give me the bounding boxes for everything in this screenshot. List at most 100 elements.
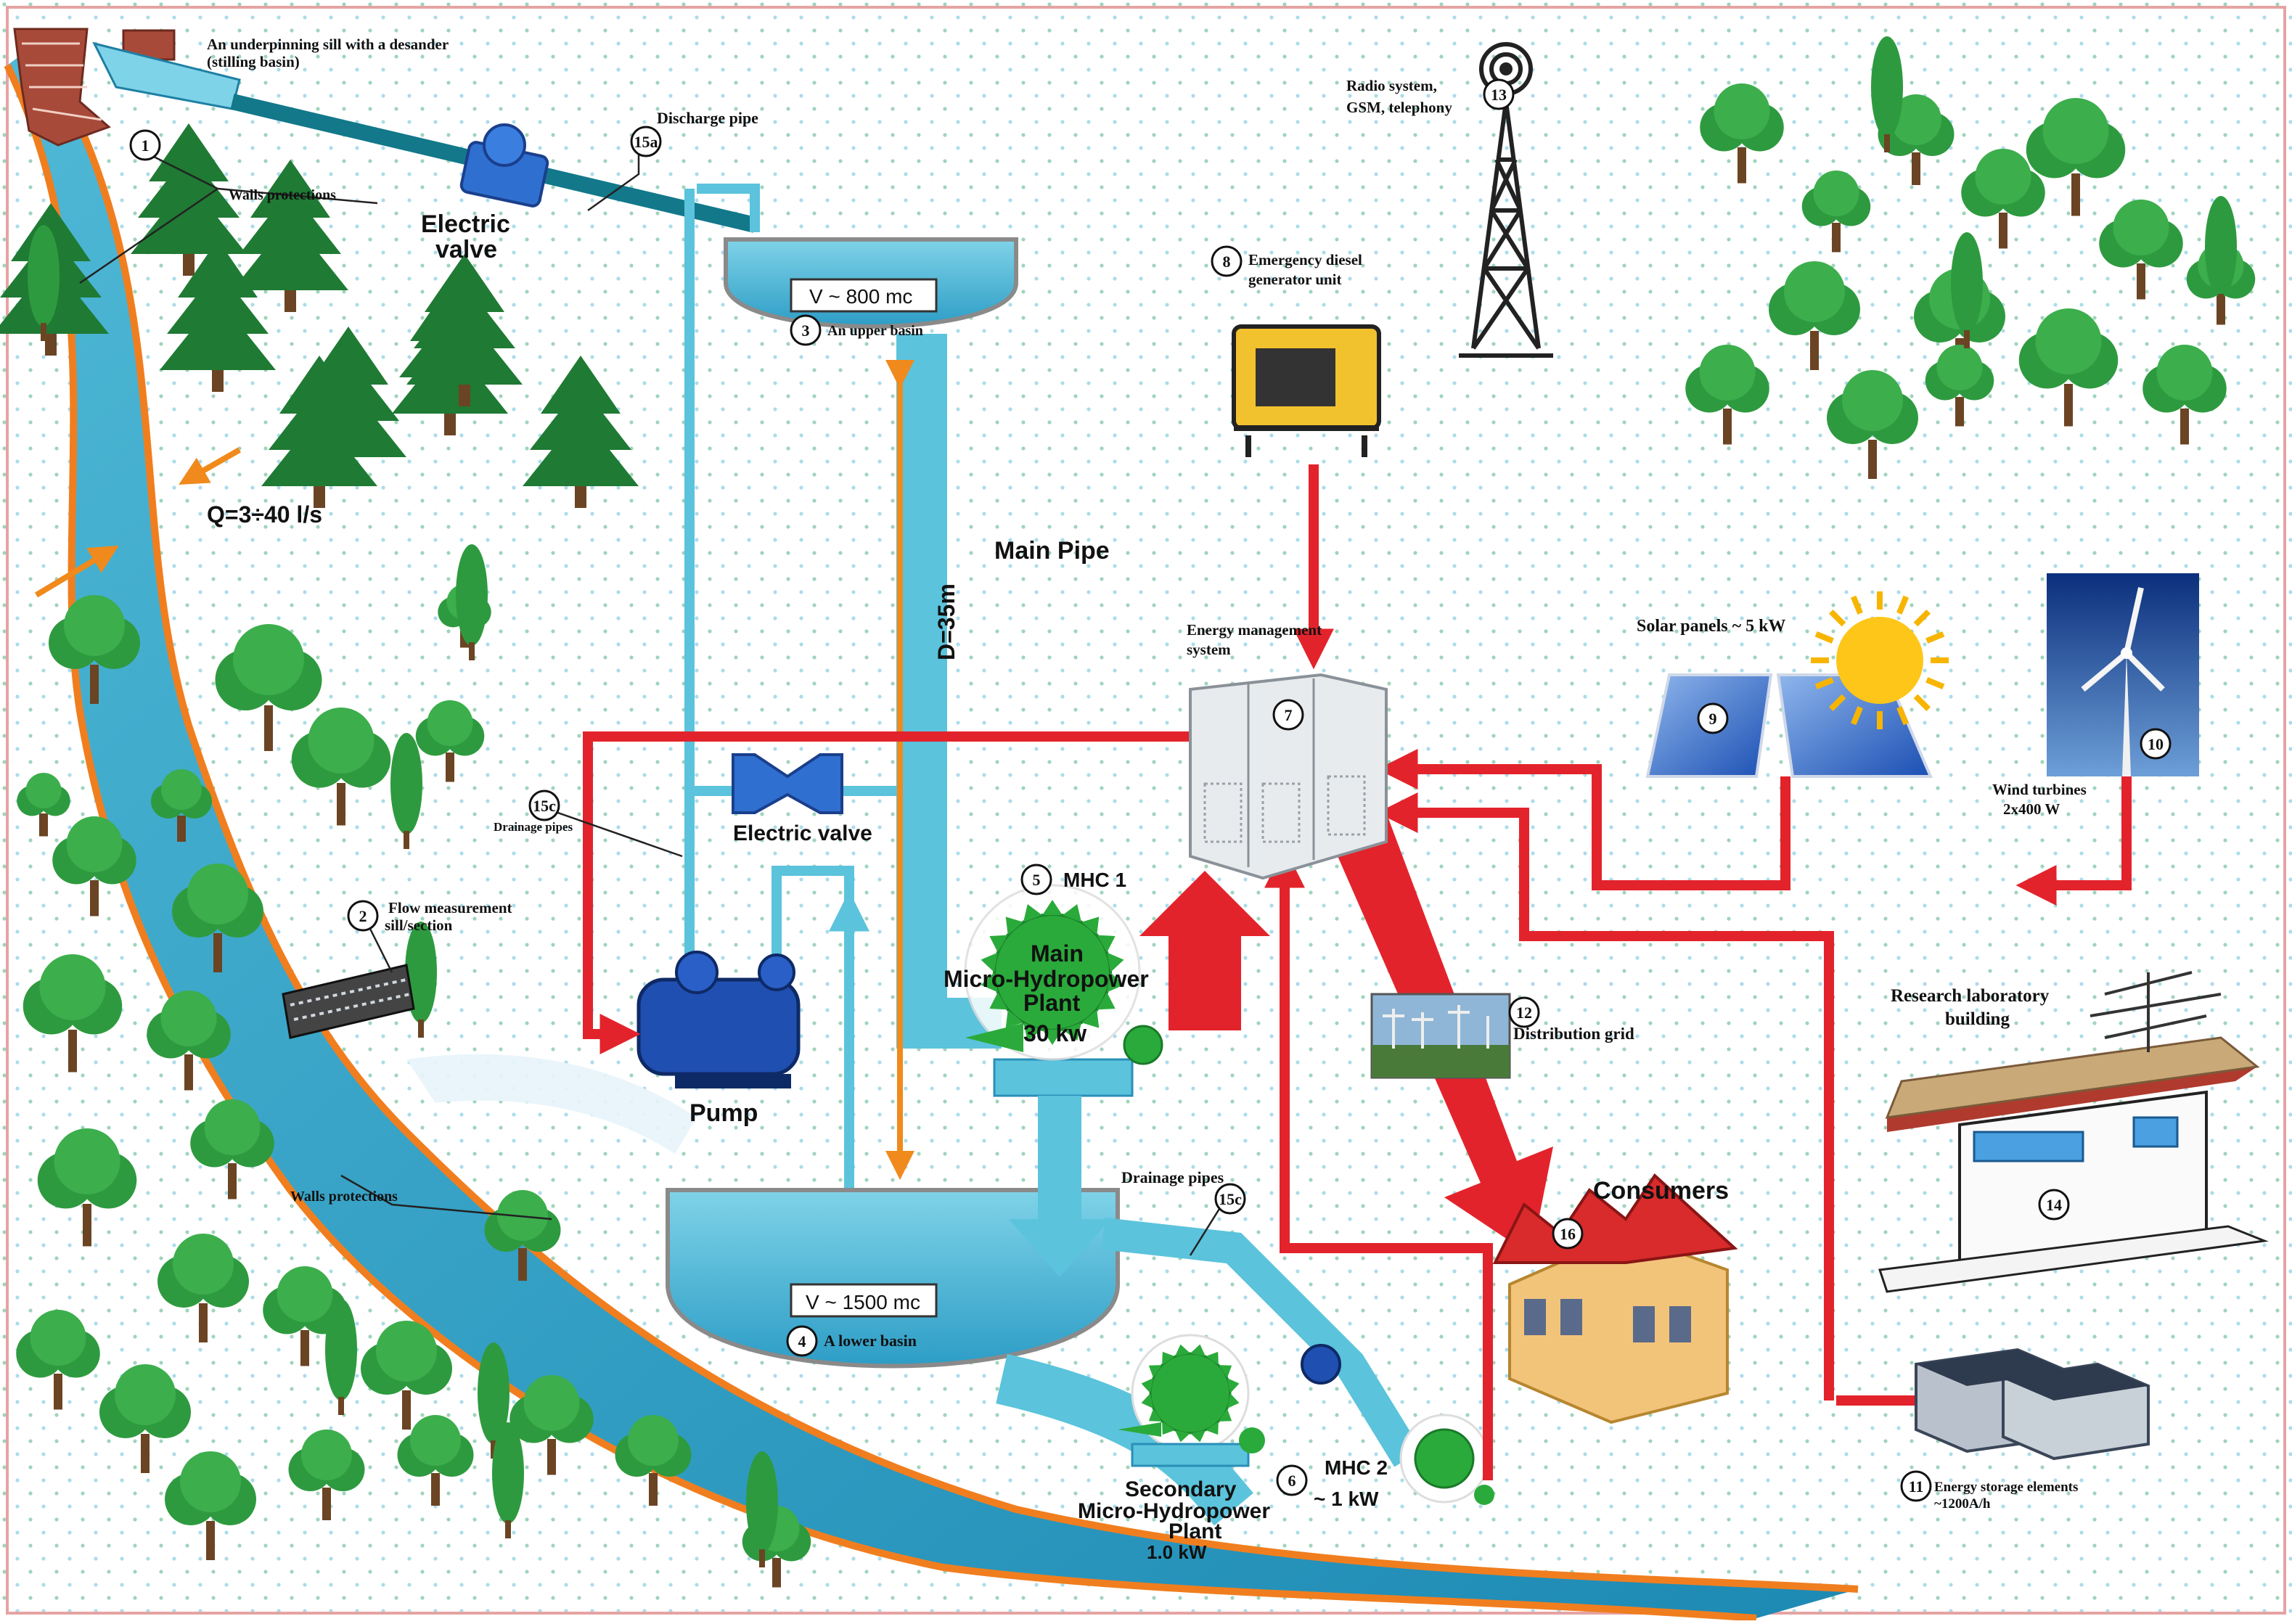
- cypress-crown: [1951, 232, 1983, 334]
- turbine-blade: [1227, 1393, 1240, 1409]
- tree-trunk: [39, 813, 48, 837]
- cypress-crown: [492, 1422, 524, 1524]
- cypress-tree: [28, 225, 60, 341]
- label-main-pipe: Main Pipe: [994, 537, 1110, 565]
- cypress-tree: [325, 1299, 357, 1415]
- cypress-crown: [456, 544, 488, 646]
- tree-trunk: [54, 1374, 62, 1410]
- round-tree: [16, 1310, 100, 1410]
- pump-head-2: [758, 954, 795, 991]
- cypress-trunk: [338, 1397, 344, 1415]
- round-tree: [1801, 171, 1871, 253]
- tree-trunk: [518, 1248, 527, 1281]
- cypress-trunk: [41, 323, 46, 341]
- river-bank-right: [33, 41, 1859, 1593]
- tree-crown-top: [1936, 345, 1983, 390]
- grid-pylons: [1383, 1005, 1489, 1049]
- tree-crown-top: [2042, 98, 2109, 164]
- pump-base: [675, 1074, 791, 1088]
- tree-crown-top: [628, 1415, 679, 1466]
- tree-trunk: [199, 1303, 208, 1342]
- tree-crown-top: [2156, 345, 2213, 401]
- ems-cabinet: [1189, 673, 1388, 880]
- label-wind-a: Wind turbines: [1992, 781, 2087, 798]
- round-tree: [22, 954, 123, 1073]
- tree-trunk: [547, 1439, 556, 1475]
- marker-circle: [630, 126, 662, 157]
- marker-circle: [129, 129, 161, 161]
- turbine-blade: [1062, 1022, 1081, 1041]
- label-sec-a: Secondary: [1125, 1477, 1237, 1501]
- number-marker-n5: 5: [1020, 864, 1052, 895]
- mhc1-to-ems-arrow: [1139, 871, 1270, 1030]
- turbine-blade: [1174, 1344, 1190, 1357]
- round-tree: [172, 864, 263, 972]
- fir-bottom: [232, 218, 348, 290]
- label-research-a: Research laboratory: [1891, 986, 2050, 1006]
- fir-bottom: [406, 312, 523, 385]
- sun-ray: [1913, 694, 1931, 712]
- cypress-trunk: [2218, 294, 2224, 312]
- cypress-crown: [478, 1342, 509, 1444]
- cypress-crown: [390, 733, 422, 834]
- tree-trunk: [184, 1054, 193, 1091]
- ems-vent-2: [1261, 782, 1301, 843]
- round-tree: [509, 1375, 594, 1475]
- sun-ray: [1896, 595, 1910, 615]
- label-sec-b: Micro-Hydropower: [1078, 1499, 1270, 1523]
- main-pipe: [896, 334, 1002, 1049]
- turbine-blade: [1190, 1430, 1206, 1443]
- wind-hub: [2121, 647, 2132, 659]
- tree-trunk: [1810, 331, 1819, 370]
- lab-roof-edge: [1887, 1067, 2257, 1132]
- round-tree: [2099, 200, 2183, 300]
- ems-vent-3: [1327, 775, 1366, 836]
- power-lines: [583, 464, 2132, 1480]
- round-tree: [1769, 261, 1860, 370]
- tree-trunk: [90, 880, 99, 916]
- forest: [0, 36, 2256, 1588]
- turbine-blade: [989, 992, 1008, 1010]
- marker-number: 11: [1909, 1477, 1924, 1496]
- marker-number: 5: [1033, 871, 1041, 889]
- label-sec-d: 1.0 kW: [1147, 1541, 1207, 1563]
- fir-tree: [261, 356, 377, 508]
- tree-crown-top: [204, 1099, 261, 1155]
- turbine-blade: [1148, 1365, 1163, 1378]
- tree-crown-top: [173, 1234, 234, 1295]
- marker-number: 3: [802, 321, 810, 340]
- number-marker-n15a: 15a: [630, 126, 662, 157]
- river-foam: [406, 1054, 697, 1154]
- leader-walls-bottom: [340, 1174, 552, 1221]
- tree-trunk: [177, 816, 186, 842]
- lab-roof: [1885, 1036, 2260, 1119]
- sun-ray: [1828, 609, 1846, 627]
- number-marker-n6: 6: [1276, 1464, 1308, 1496]
- tree-crown-top: [187, 864, 248, 924]
- round-tree: [615, 1415, 692, 1506]
- round-tree: [1700, 83, 1784, 184]
- energy-management-cabinet: [1189, 673, 1388, 880]
- tree-trunk: [2064, 384, 2073, 427]
- energy-storage-batteries: [1915, 1348, 2150, 1461]
- tree-trunk: [2180, 409, 2189, 445]
- tree-trunk: [446, 752, 454, 782]
- marker-circle: [1020, 864, 1052, 895]
- round-tree: [415, 700, 485, 782]
- sec-nozzle: [1118, 1422, 1161, 1437]
- turbine-blade: [1162, 1421, 1175, 1435]
- turbine-blade: [1005, 916, 1023, 935]
- label-valve1-b: valve: [435, 236, 497, 263]
- tree-trunk: [2071, 173, 2080, 216]
- number-marker-n13: 13: [1483, 78, 1515, 110]
- round-tree: [361, 1321, 452, 1430]
- cypress-trunk: [1884, 134, 1890, 152]
- turbine-blade: [1107, 972, 1124, 993]
- tree-crown-top: [277, 1266, 333, 1322]
- line-mhc2-to-ems: [1264, 847, 1493, 1480]
- label-solar: Solar panels ~ 5 kW: [1637, 617, 1785, 636]
- round-tree: [288, 1430, 365, 1520]
- valve-actuator: [483, 123, 526, 167]
- label-walls-bottom: Walls protections: [290, 1189, 398, 1205]
